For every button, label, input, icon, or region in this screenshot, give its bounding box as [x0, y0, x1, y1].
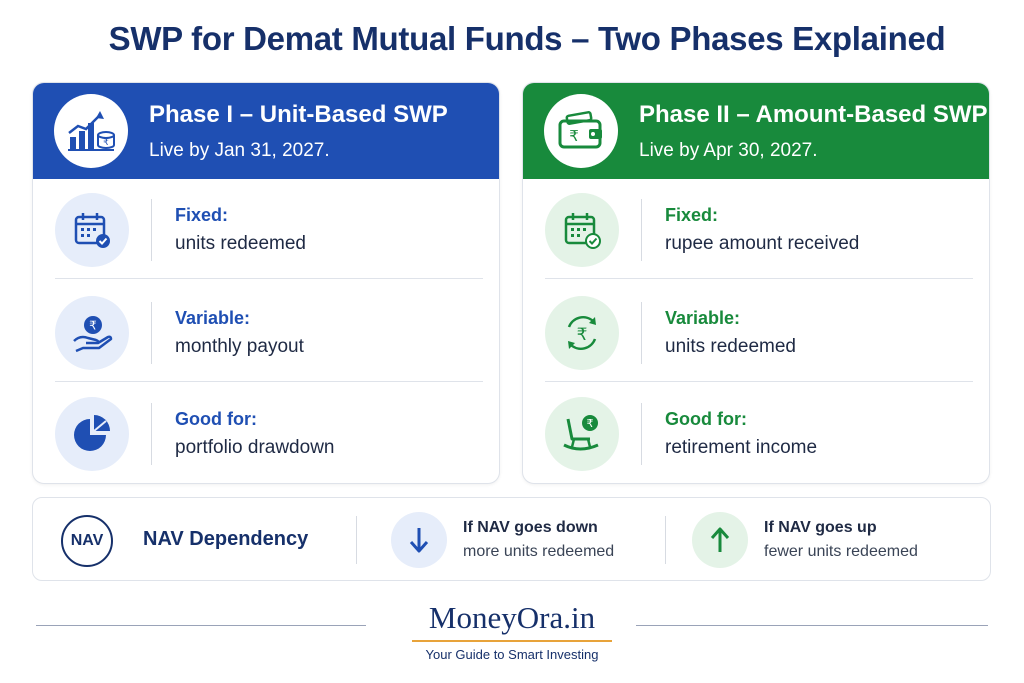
- rocking-chair-icon: ₹: [545, 397, 619, 471]
- svg-text:₹: ₹: [577, 325, 588, 345]
- phase2-card: ₹ Phase II – Amount-Based SWP Live by Ap…: [522, 82, 990, 484]
- row-separator: [55, 278, 483, 279]
- calendar-check-icon: [55, 193, 129, 267]
- row-label: Fixed:: [665, 205, 719, 225]
- phase1-card: ₹ Phase I – Unit-Based SWP Live by Jan 3…: [32, 82, 500, 484]
- arrow-up-icon: [692, 512, 748, 568]
- nav-badge: NAV: [61, 515, 113, 567]
- row-divider: [641, 403, 642, 465]
- nav-down-condition: If NAV goes down: [463, 519, 598, 536]
- phase2-row-good-for: ₹ Good for: retirement income: [523, 383, 989, 483]
- arrow-down-icon: [391, 512, 447, 568]
- phase1-title: Phase I – Unit-Based SWP: [149, 101, 448, 128]
- nav-up-result: fewer units redeemed: [764, 543, 918, 560]
- phase1-subtitle: Live by Jan 31, 2027.: [149, 140, 330, 161]
- tagline: Your Guide to Smart Investing: [425, 647, 599, 662]
- phase2-title: Phase II – Amount-Based SWP: [639, 101, 988, 128]
- row-label: Good for:: [175, 409, 257, 429]
- phase1-row-variable: ₹ Variable: monthly payout: [33, 282, 499, 382]
- rupee-wallet-icon: ₹: [544, 94, 618, 168]
- brand-logo[interactable]: MoneyOra.in: [428, 600, 596, 635]
- row-divider: [641, 302, 642, 364]
- row-label: Variable:: [665, 308, 741, 328]
- row-separator: [55, 381, 483, 382]
- row-divider: [151, 199, 152, 261]
- phase1-header: ₹ Phase I – Unit-Based SWP Live by Jan 3…: [33, 83, 499, 179]
- row-value: rupee amount received: [665, 233, 860, 254]
- nav-dependency-bar: NAV NAV Dependency If NAV goes down more…: [32, 497, 991, 581]
- row-divider: [151, 403, 152, 465]
- row-divider: [151, 302, 152, 364]
- page-title: SWP for Demat Mutual Funds – Two Phases …: [108, 20, 946, 57]
- nav-separator: [356, 516, 357, 564]
- nav-down-result: more units redeemed: [463, 543, 615, 560]
- svg-text:₹: ₹: [103, 138, 109, 148]
- nav-separator: [665, 516, 666, 564]
- row-value: portfolio drawdown: [175, 437, 335, 458]
- phase1-row-fixed: Fixed: units redeemed: [33, 179, 499, 279]
- row-value: units redeemed: [175, 233, 306, 254]
- footer-line-right: [636, 625, 988, 626]
- row-separator: [545, 381, 973, 382]
- brand-underline: [412, 640, 612, 642]
- row-label: Good for:: [665, 409, 747, 429]
- row-value: retirement income: [665, 437, 818, 458]
- nav-up-condition: If NAV goes up: [764, 519, 877, 536]
- svg-text:₹: ₹: [587, 417, 594, 430]
- phase1-row-good-for: Good for: portfolio drawdown: [33, 383, 499, 483]
- row-divider: [641, 199, 642, 261]
- row-label: Variable:: [175, 308, 251, 328]
- nav-dependency-title: NAV Dependency: [143, 528, 309, 550]
- row-label: Fixed:: [175, 205, 229, 225]
- phase2-row-variable: ₹ Variable: units redeemed: [523, 282, 989, 382]
- phase2-header: ₹ Phase II – Amount-Based SWP Live by Ap…: [523, 83, 989, 179]
- pie-chart-icon: [55, 397, 129, 471]
- svg-text:₹: ₹: [569, 127, 579, 145]
- row-separator: [545, 278, 973, 279]
- growth-chart-coins-icon: ₹: [54, 94, 128, 168]
- phase2-subtitle: Live by Apr 30, 2027.: [639, 140, 818, 161]
- footer-line-left: [36, 625, 366, 626]
- row-value: units redeemed: [665, 336, 796, 357]
- calendar-check-icon: [545, 193, 619, 267]
- svg-text:₹: ₹: [89, 319, 97, 333]
- phase2-row-fixed: Fixed: rupee amount received: [523, 179, 989, 279]
- rupee-cycle-icon: ₹: [545, 296, 619, 370]
- row-value: monthly payout: [175, 336, 304, 357]
- rupee-hand-icon: ₹: [55, 296, 129, 370]
